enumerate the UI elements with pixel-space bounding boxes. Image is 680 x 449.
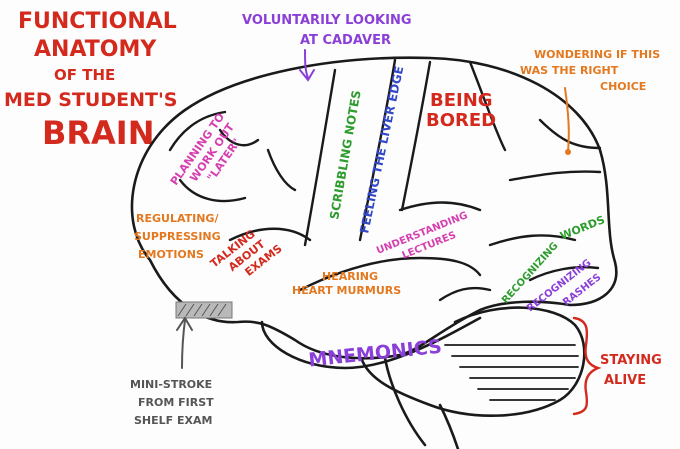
label-feeling-liver-edge: FEELING THE LIVER EDGE: [357, 65, 406, 235]
recognizing-words-line-2: WORDS: [558, 213, 607, 243]
label-voluntarily-looking: VOLUNTARILY LOOKING AT CADAVER: [242, 13, 412, 48]
hearing-line-1: HEARING: [322, 270, 378, 283]
label-planning-workout: PLANNING TO WORK OUT "LATER": [168, 111, 244, 188]
cerebellum-outline: [360, 306, 586, 417]
wondering-line-1: WONDERING IF THIS: [534, 48, 660, 61]
label-mini-stroke: MINI-STROKE FROM FIRST SHELF EXAM: [130, 378, 214, 427]
voluntarily-line-2: AT CADAVER: [300, 33, 391, 48]
title-line-3: OF THE: [54, 66, 115, 84]
label-hearing-murmurs: HEARING HEART MURMURS: [292, 270, 401, 297]
label-mnemonics: MNEMONICS: [308, 336, 443, 372]
hearing-line-2: HEART MURMURS: [292, 284, 401, 297]
staying-line-2: ALIVE: [604, 373, 646, 388]
regulating-line-3: EMOTIONS: [138, 248, 204, 261]
title-line-4: MED STUDENT'S: [4, 89, 177, 111]
label-staying-alive: STAYING ALIVE: [600, 353, 662, 388]
wondering-dot: [565, 149, 571, 155]
brainstem: [383, 356, 460, 449]
sulci: [168, 58, 602, 302]
label-scribbling-notes: SCRIBBLING NOTES: [327, 89, 364, 220]
regulating-line-2: SUPPRESSING: [134, 230, 221, 243]
temporal-lobe-contour: [260, 316, 482, 370]
voluntarily-line-1: VOLUNTARILY LOOKING: [242, 13, 412, 28]
wondering-line-2: WAS THE RIGHT: [520, 64, 619, 77]
ministroke-line-2: FROM FIRST: [138, 396, 214, 409]
label-wondering: WONDERING IF THIS WAS THE RIGHT CHOICE: [520, 48, 660, 93]
wondering-line-3: CHOICE: [600, 80, 646, 93]
label-regulating-emotions: REGULATING/ SUPPRESSING EMOTIONS: [134, 212, 221, 261]
diagram-title: FUNCTIONAL ANATOMY OF THE MED STUDENT'S …: [4, 9, 177, 152]
title-line-5: BRAIN: [42, 114, 154, 152]
being-line-2: BORED: [426, 110, 496, 131]
staying-line-1: STAYING: [600, 353, 662, 368]
cerebellum-folia: [444, 344, 579, 401]
cerebrum-outline: [130, 56, 618, 360]
label-being-bored: BEING BORED: [426, 90, 496, 131]
regulating-line-1: REGULATING/: [136, 212, 219, 225]
arrow-to-cadaver: [299, 49, 315, 82]
title-line-1: FUNCTIONAL: [18, 9, 177, 34]
mini-stroke-patch: [175, 301, 233, 319]
ministroke-line-1: MINI-STROKE: [130, 378, 212, 391]
ministroke-line-3: SHELF EXAM: [134, 414, 212, 427]
staying-alive-brace: [572, 316, 602, 416]
being-line-1: BEING: [430, 90, 493, 111]
arrow-to-mini-stroke: [176, 316, 193, 369]
title-line-2: ANATOMY: [34, 37, 157, 62]
arrow-to-wondering: [564, 87, 570, 153]
